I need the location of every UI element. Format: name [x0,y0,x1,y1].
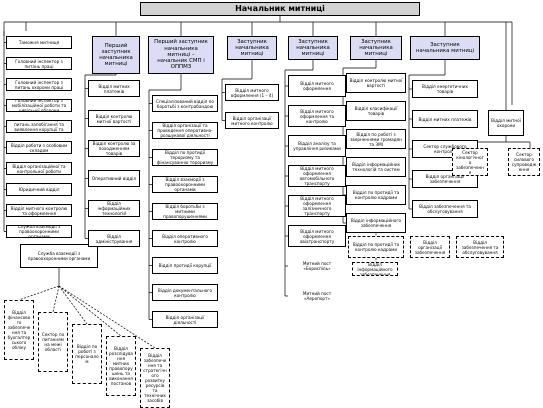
column-6-dashed-b: Відділ організації забезпечення [410,236,450,258]
column-2-item-7: Відділ документального контролю [152,284,218,301]
column-head-4: Заступник начальника митниці [288,36,338,60]
column-4-item-1: Відділ митного оформлення та контролю [288,105,346,127]
column-5-dashed-d: Відділ інформаційного забезпечення [352,262,398,276]
column-2-item-8: Відділ організації діяльності [152,311,218,328]
sub-unit-1: Сектор по питанням на межі області [38,312,68,372]
head-of-customs: Начальник митниці [140,2,420,16]
column-3-item-1: Відділ організації митного контролю [225,112,279,129]
column-1-item-0: Відділ митних платежів [88,80,140,97]
column-2-item-2: Відділ по протидії тероризму та фінансув… [152,149,218,166]
column-6-item-0: Відділ енергетичних товарів [412,80,478,98]
column-4-item-2: Відділ аналізу та управління ризиками [288,135,346,157]
column-6-item-1: Відділ митних платежів [412,110,478,128]
column-5-item-3: Відділ інформаційних технологій та систе… [346,157,406,177]
column-5-item-1: Відділ класифікації товарів [346,101,406,121]
column-1-item-2: Відділ контролю за походженням товарів [88,140,140,157]
column-0-item-2: Головний інспектор з питань охорони прац… [6,78,72,91]
column-2-item-3: Відділ взаємодії з правоохоронними орган… [152,176,218,193]
column-0-item-7: Юридичний відділ [6,183,72,196]
column-3-item-0: Відділ митного оформлення (1 – 4) [225,84,279,101]
column-4-item-4: Відділ митного оформлення залізничного т… [288,195,346,217]
column-2-item-1: Відділ організації та проведення операти… [152,122,218,139]
column-head-6: Заступник начальника митниці [410,36,480,60]
canine-sector: Сектор кінологічного забезпечення [452,148,488,176]
column-2-item-6: Відділ протидії корупції [152,257,218,274]
column-5-item-5: Відділ інформаційного забезпечення [346,213,406,233]
column-head-1: Перший заступник начальника митниці [92,36,140,74]
column-5-item-2: Відділ по роботі з зверненнями громадян … [346,129,406,149]
column-0-item-3: Головний інспектор з мобілізаційної робо… [6,99,72,112]
column-1-item-3: Оперативний відділ [88,170,140,187]
sub-unit-0: Відділ фінансового забезпечення та бухга… [4,300,34,360]
connector-line [58,285,156,349]
connector-line [18,285,60,301]
connector-line [58,285,88,325]
column-5-item-4: Відділ по протидії та контролю кадрами [346,185,406,205]
column-1-item-1: Відділ контролю митної вартості [88,110,140,127]
column-6-dashed-c: Відділ забезпечення та обслуговування [456,236,504,258]
column-head-2: Перший заступник начальника митниці – на… [148,36,214,74]
sub-unit-3: Відділ розслідування митних правопорушен… [106,336,136,396]
column-5-item-0: Відділ контролю митної вартості [346,73,406,93]
column-4-item-3: Відділ митного оформлення автомобільного… [288,165,346,187]
column-4-item-0: Відділ митного оформлення [288,75,346,97]
column-0-item-4: Головний інспектор з питань запобігання … [6,120,72,133]
column-2-item-0: Спеціалізований відділ по боротьбі з кон… [152,95,218,112]
connector-line [58,285,122,337]
column-0-item-5: Відділ роботи з особовим складом [6,141,72,154]
column-0-item-1: Головний інспектор з питань праці [6,57,72,70]
column-6-item-4: Відділ забезпечення та обслуговування [412,200,478,218]
sub-unit-2: Відділ по роботі з персоналом [72,324,102,384]
column-0-item-9-fan: Служба взаємодії з правоохоронними орган… [20,244,98,268]
column-0-item-6: Відділ організаційної та контрольної роб… [6,162,72,175]
column-0-item-0: Таможня митниця [6,36,72,49]
security-dept: Відділ митної охорони [488,110,524,136]
column-0-item-9: Служба взаємодії з правоохоронними орган… [6,225,72,238]
column-4-item-7: Митний пост «Аеропорт» [288,285,346,307]
column-5-dashed-a: Відділ по протидії та контролю кадрами [348,236,404,258]
sub-unit-4: Відділ забезпечення та стратегічного роз… [140,348,170,408]
escort-sector: Сектор силового супроводження [508,148,540,176]
column-4-item-5: Відділ митного оформлення авіатранспорту [288,225,346,247]
column-0-item-8: Відділ митного контролю та оформлення [6,204,72,217]
column-1-item-5: Відділ адміністрування [88,230,140,247]
column-head-5: Заступник начальника митниці [350,36,402,60]
connector-line [52,285,60,313]
column-1-item-4: Відділ інформаційних технологій [88,200,140,217]
column-2-item-5: Відділ оперативного контролю [152,230,218,247]
column-2-item-4: Відділ боротьби з митними правопорушення… [152,203,218,220]
column-4-item-6: Митний пост «Бориспіль» [288,255,346,277]
column-head-3: Заступник начальника митниці [227,36,277,60]
